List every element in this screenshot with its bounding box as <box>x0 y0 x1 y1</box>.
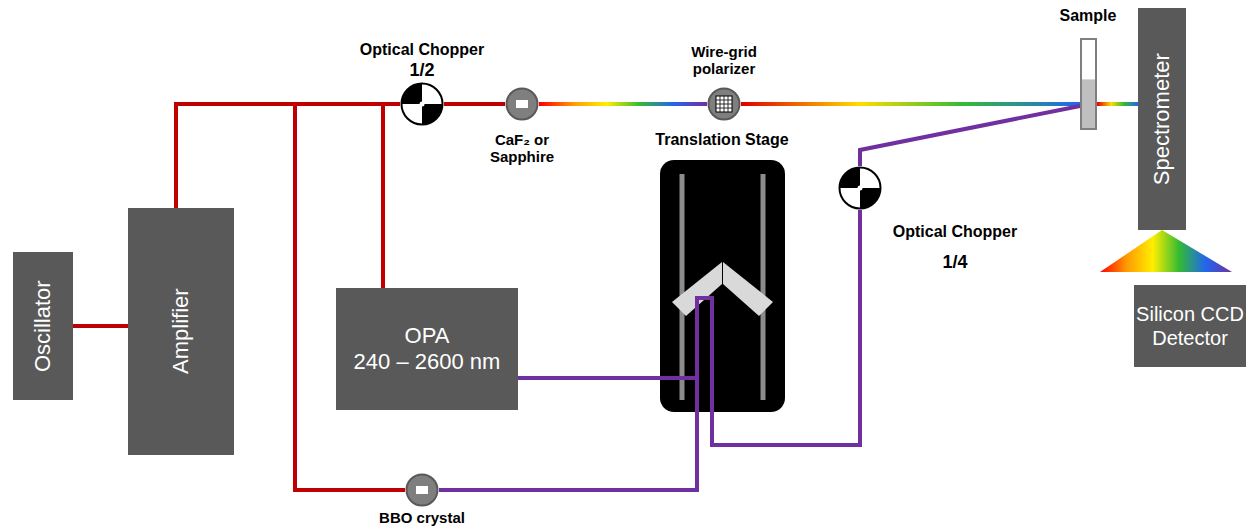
translation-stage: Translation Stage <box>660 160 785 412</box>
component-label: Translation Stage <box>622 131 822 149</box>
laser-beam <box>444 102 505 106</box>
laser-beam <box>176 104 400 208</box>
component-label: CaF₂ or Sapphire <box>477 131 567 166</box>
laser-beam <box>860 106 1080 166</box>
optical-chopper: Optical Chopper1/4 <box>838 166 882 210</box>
component-label: BBO crystal <box>362 509 482 526</box>
spectrometer-box: Spectrometer <box>1138 8 1186 230</box>
chopper-icon <box>838 166 882 210</box>
ccd-detector-box: Silicon CCD Detector <box>1134 285 1246 367</box>
box-label: 240 – 2600 nm <box>354 349 501 375</box>
wire-grid-polarizer: Wire-grid polarizer <box>707 87 741 121</box>
window-crystal: CaF₂ or Sapphire <box>505 87 539 121</box>
opa-box: OPA240 – 2600 nm <box>336 288 518 410</box>
sample-cuvette: Sample <box>1080 38 1097 130</box>
laser-beam <box>73 324 128 328</box>
crystal-icon <box>405 473 439 507</box>
laser-beam <box>439 412 697 490</box>
amplifier-box: Amplifier <box>128 208 234 455</box>
laser-beam <box>518 376 660 380</box>
laser-beam <box>1097 102 1138 106</box>
optical-chopper: Optical Chopper1/2 <box>400 82 444 126</box>
laser-beam <box>539 102 707 106</box>
stage-icon <box>660 160 785 412</box>
component-label: Optical Chopper <box>337 41 507 59</box>
box-label: OPA <box>405 323 450 349</box>
cuvette-icon <box>1080 38 1097 130</box>
box-label: Amplifier <box>168 289 194 375</box>
box-label: Spectrometer <box>1149 53 1175 185</box>
crystal-icon <box>505 87 539 121</box>
fraction-label: 1/2 <box>402 60 442 81</box>
laser-beam <box>741 102 1080 106</box>
box-label: Oscillator <box>30 280 56 372</box>
component-label: Sample <box>1043 7 1133 25</box>
component-label: Optical Chopper <box>870 223 1040 241</box>
oscillator-box: Oscillator <box>13 252 73 400</box>
bbo-crystal: BBO crystal <box>405 473 439 507</box>
chopper-icon <box>400 82 444 126</box>
grid-icon <box>707 87 741 121</box>
fraction-label: 1/4 <box>935 252 975 273</box>
dispersed-spectrum <box>1100 230 1232 272</box>
box-label: Silicon CCD Detector <box>1134 302 1246 350</box>
component-label: Wire-grid polarizer <box>679 43 769 78</box>
